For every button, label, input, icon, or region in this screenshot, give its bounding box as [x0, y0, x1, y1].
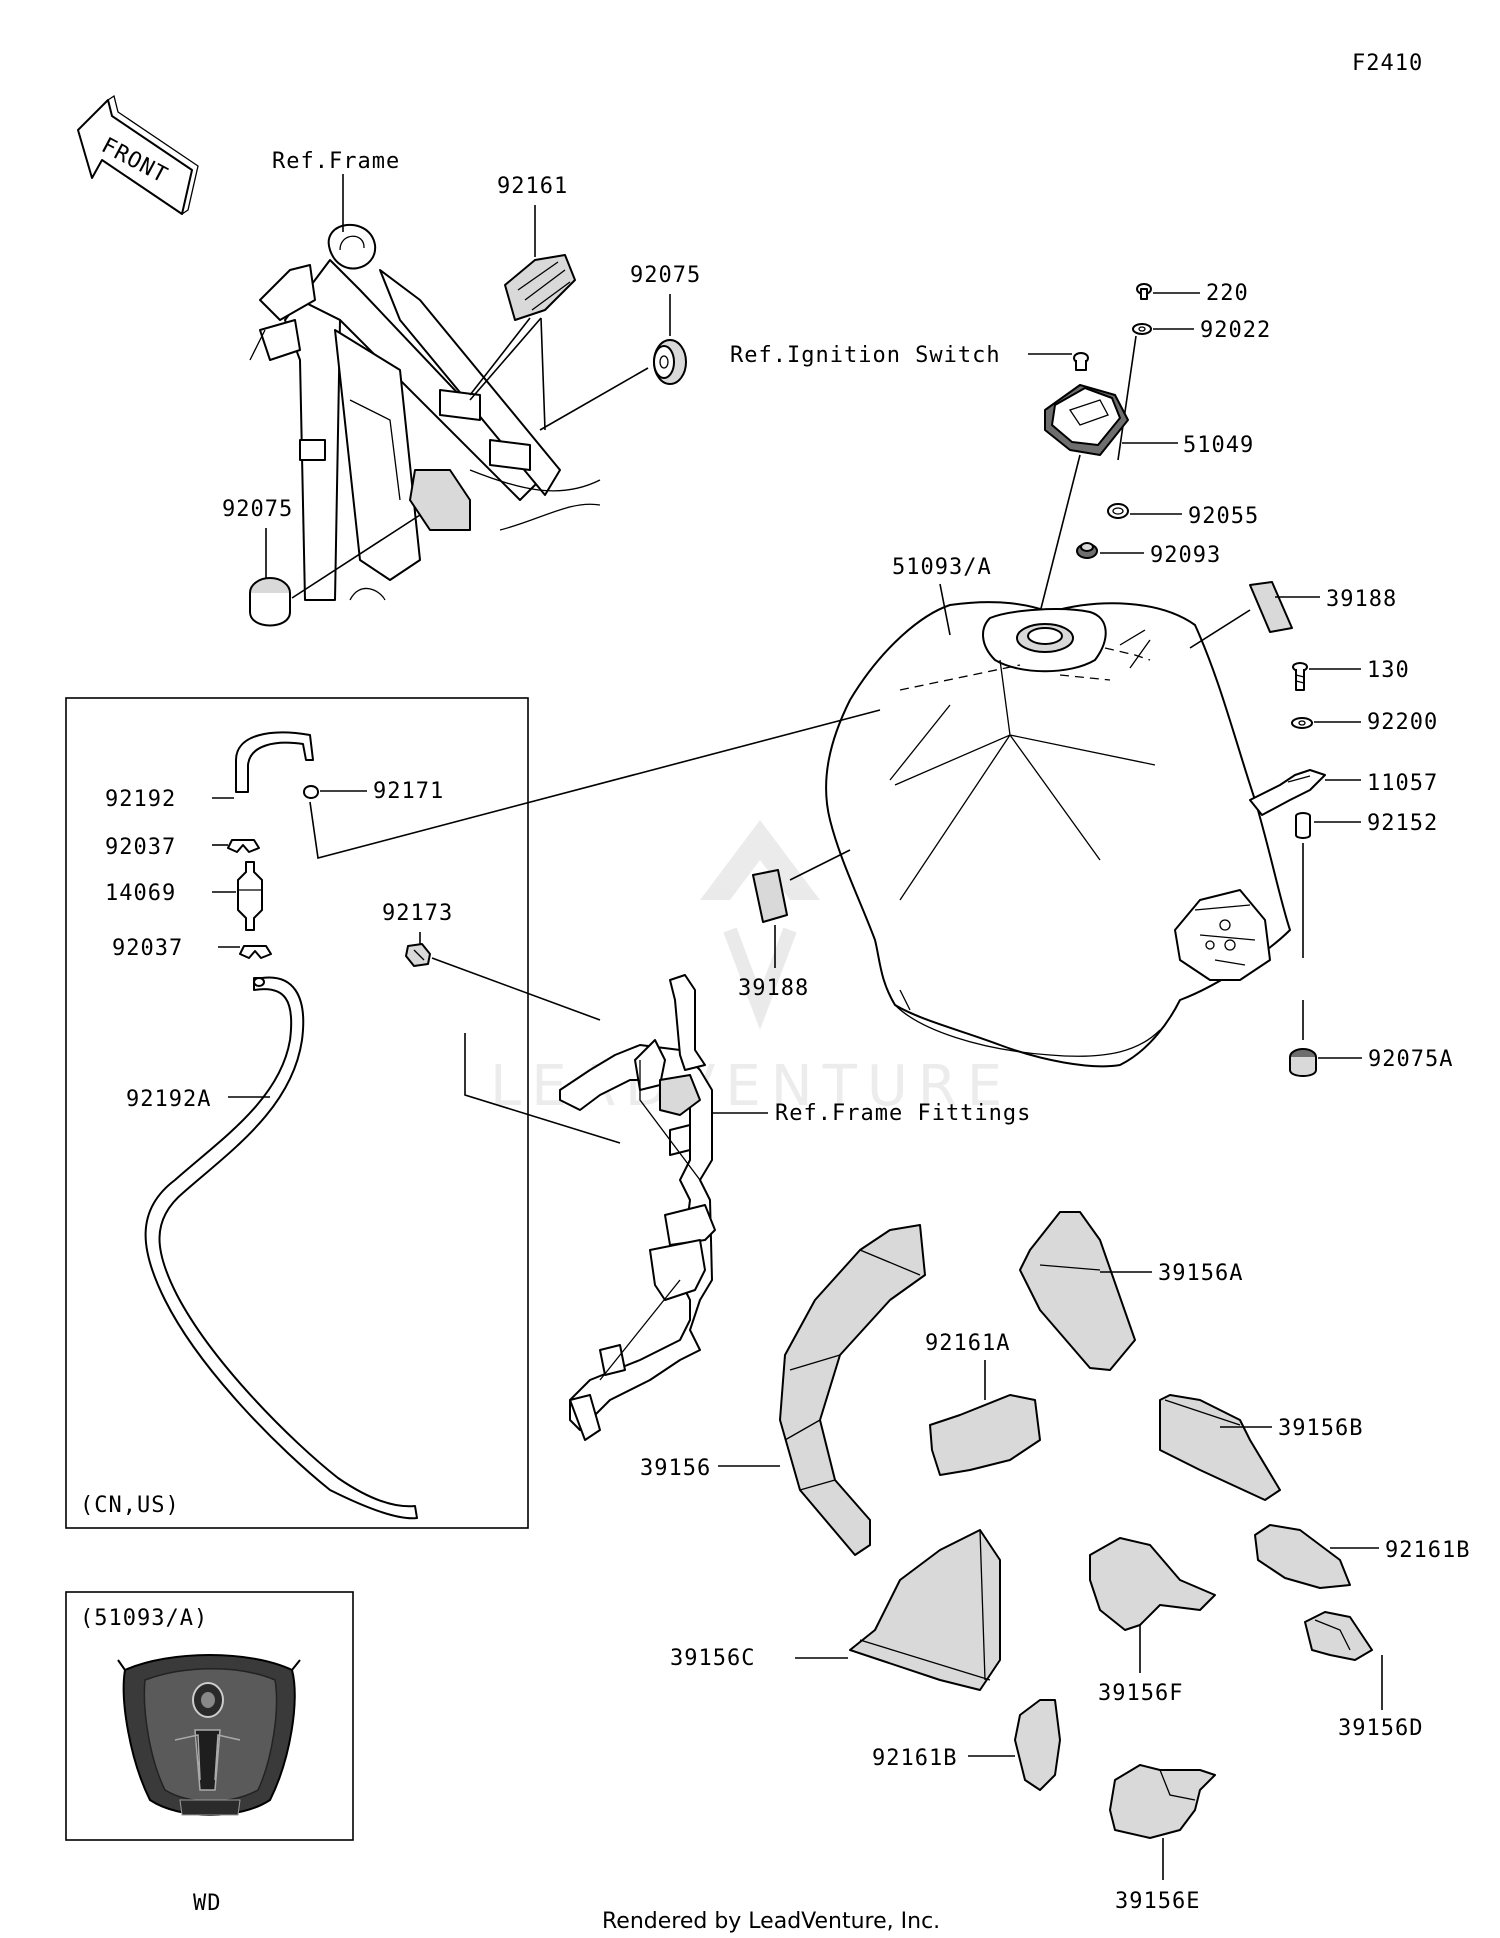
part-label-92075a: 92075A: [1368, 1047, 1453, 1072]
bolt-130: [1292, 662, 1308, 691]
part-label-92161b-right: 92161B: [1385, 1538, 1470, 1563]
part-label-92075-right: 92075: [630, 263, 701, 288]
ref-frame-label: Ref.Frame: [272, 149, 400, 174]
bracket-11057: [1249, 769, 1326, 816]
washer-92022: [1132, 323, 1152, 335]
hose-92192: [235, 731, 314, 793]
cover-39156a: [1019, 1211, 1136, 1371]
cover-39156e: [1109, 1764, 1216, 1839]
part-label-92075-left: 92075: [222, 497, 293, 522]
part-label-92161: 92161: [497, 174, 568, 199]
filter-14069: [237, 861, 263, 931]
part-label-39156: 39156: [640, 1456, 711, 1481]
part-label-14069: 14069: [105, 881, 176, 906]
label-39188-left: [752, 869, 788, 923]
part-label-51093a: 51093/A: [892, 555, 992, 580]
frame-sketch: [249, 223, 601, 601]
clamp-92037-b: [239, 945, 272, 959]
ref-frame-fittings-label: Ref.Frame Fittings: [775, 1101, 1031, 1126]
part-label-92152: 92152: [1367, 811, 1438, 836]
cover-39156d: [1304, 1611, 1373, 1661]
label-39188-top: [1249, 581, 1293, 633]
footer-credit: Rendered by LeadVenture, Inc.: [602, 1909, 940, 1934]
fuel-tank-51093a: [825, 601, 1291, 1068]
part-label-39156b: 39156B: [1278, 1416, 1363, 1441]
collar-92152: [1295, 812, 1311, 839]
cover-39156b: [1159, 1394, 1281, 1501]
part-label-39156f: 39156F: [1098, 1681, 1183, 1706]
rubber-pad-92161: [504, 254, 576, 321]
part-label-92093: 92093: [1150, 543, 1221, 568]
fuel-cap-51049: [1044, 384, 1129, 456]
part-label-92161a: 92161A: [925, 1331, 1010, 1356]
ref-ignition-switch-label: Ref.Ignition Switch: [730, 343, 1001, 368]
part-label-39156c: 39156C: [670, 1646, 755, 1671]
pad-92161a: [929, 1394, 1041, 1476]
part-label-39188-left: 39188: [738, 976, 809, 1001]
part-label-39188-top: 39188: [1326, 587, 1397, 612]
figure-code: F2410: [1352, 51, 1423, 76]
tank-inset-title: (51093/A): [80, 1606, 208, 1631]
front-arrow-icon: FRONT: [77, 94, 199, 215]
part-label-92173: 92173: [382, 901, 453, 926]
hose-inset-frame: [65, 697, 529, 1529]
cover-39156: [779, 1224, 926, 1556]
pad-92161b-right: [1254, 1524, 1351, 1589]
part-label-39156e: 39156E: [1115, 1889, 1200, 1914]
tank-inset-caption: WD: [193, 1891, 222, 1916]
part-label-92022: 92022: [1200, 318, 1271, 343]
part-label-39156a: 39156A: [1158, 1261, 1243, 1286]
grommet-92173: [405, 943, 431, 967]
part-label-11057: 11057: [1367, 771, 1438, 796]
o-ring-92055: [1107, 503, 1129, 519]
hose-inset-region-note: (CN,US): [80, 1493, 180, 1518]
part-label-39156d: 39156D: [1338, 1716, 1423, 1741]
washer-92200: [1291, 717, 1313, 729]
clamp-92037-a: [227, 839, 260, 853]
clip-92171: [303, 785, 319, 799]
tank-inset-frame: [65, 1591, 354, 1841]
part-label-51049: 51049: [1183, 433, 1254, 458]
tank-variant-wd: [117, 1654, 301, 1816]
hose-92192a: [144, 976, 418, 1520]
cover-39156f: [1089, 1537, 1216, 1631]
part-label-92161b-bottom: 92161B: [872, 1746, 957, 1771]
part-label-92192: 92192: [105, 787, 176, 812]
part-label-92055: 92055: [1188, 504, 1259, 529]
grommet-92075-left: [249, 577, 291, 627]
cover-39156c: [849, 1529, 1001, 1691]
part-label-92037-b: 92037: [112, 936, 183, 961]
part-label-92037-a: 92037: [105, 835, 176, 860]
grommet-92075-right: [653, 339, 687, 385]
frame-fittings-sketch: [559, 974, 716, 1441]
part-label-92192a: 92192A: [126, 1087, 211, 1112]
part-label-220: 220: [1206, 281, 1249, 306]
nut-92093: [1076, 542, 1098, 559]
grommet-92075a: [1289, 1048, 1317, 1077]
pad-92161b-bottom: [1014, 1699, 1061, 1791]
part-label-92171: 92171: [373, 779, 444, 804]
part-label-130: 130: [1367, 658, 1410, 683]
bolt-220: [1136, 283, 1152, 300]
part-label-92200: 92200: [1367, 710, 1438, 735]
screw-ignition: [1073, 352, 1089, 371]
